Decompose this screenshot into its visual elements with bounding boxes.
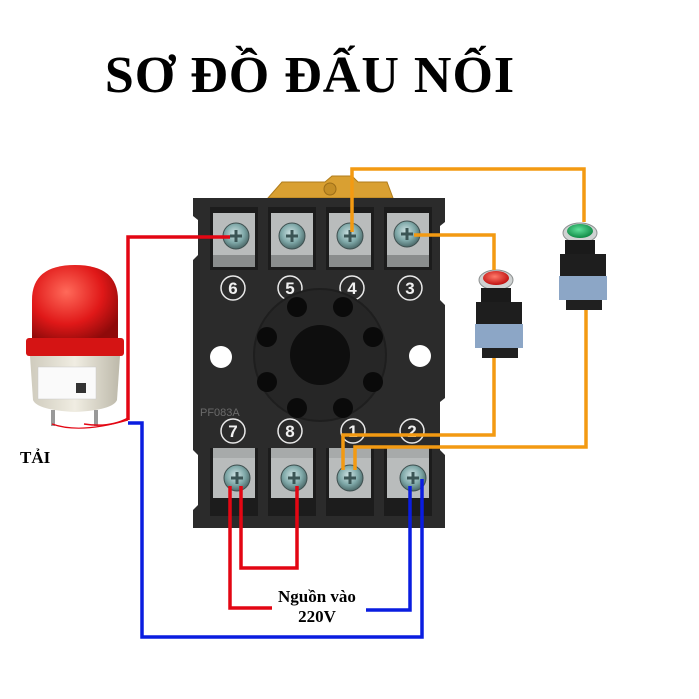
terminal-label-6: 6 xyxy=(228,279,237,298)
diagram-title: SƠ ĐỒ ĐẤU NỐI xyxy=(104,47,516,104)
load-label: TẢI xyxy=(20,448,51,467)
relay-socket: 6 5 4 3 PF083A 7 xyxy=(193,175,445,528)
wire-red-power-to-terminal7 xyxy=(228,486,272,610)
terminal-label-2: 2 xyxy=(407,422,416,441)
wire-red-terminal6-to-lamp xyxy=(126,235,230,420)
bottom-terminal-numbers xyxy=(220,418,425,444)
terminal-label-8: 8 xyxy=(285,422,294,441)
terminal-label-7: 7 xyxy=(228,422,237,441)
bottom-screws xyxy=(223,464,427,492)
terminal-label-3: 3 xyxy=(405,279,414,298)
wire-blue-power-to-terminal2 xyxy=(366,486,412,612)
wire-red-jumper-7-8 xyxy=(239,486,299,570)
wire-orange-terminal3-to-red-button xyxy=(414,233,496,270)
wires xyxy=(51,167,588,639)
top-screws xyxy=(222,220,421,250)
wire-blue-lamp-to-terminal2 xyxy=(128,421,424,639)
terminal-label-4: 4 xyxy=(347,279,357,298)
wire-orange-red-button-to-terminal1 xyxy=(341,358,496,470)
wire-orange-terminal4-to-green-button xyxy=(350,167,586,232)
socket-model-label: PF083A xyxy=(200,407,240,419)
red-push-button xyxy=(475,269,523,358)
terminal-label-1: 1 xyxy=(348,422,357,441)
power-input-label: Nguồn vào 220V xyxy=(276,587,358,627)
socket-pin-holes xyxy=(210,288,431,422)
warning-lamp xyxy=(26,265,124,426)
green-push-button xyxy=(559,222,607,310)
power-label-line1: Nguồn vào xyxy=(278,587,356,606)
wire-orange-green-button-to-terminal1 xyxy=(353,310,588,470)
terminal-label-5: 5 xyxy=(285,279,294,298)
power-label-line2: 220V xyxy=(298,607,336,626)
